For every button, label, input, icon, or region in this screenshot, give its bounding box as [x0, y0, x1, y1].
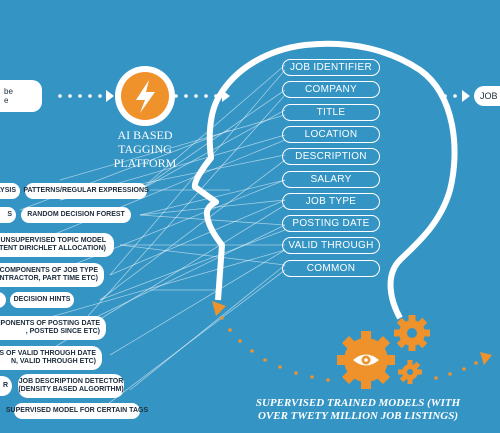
technique-line: UNSUPERVISED TOPIC MODEL	[0, 236, 106, 244]
technique-pill-job-type: CT COMPONENTS OF JOB TYPE NTRACTOR, PART…	[0, 263, 104, 287]
technique-pill: S	[0, 207, 16, 223]
technique-pill-valid-through: MPONENTS OF VALID THROUGH DATE N, VALID …	[0, 346, 102, 370]
gears-eye-icon	[337, 315, 430, 389]
input-box: be e	[0, 80, 42, 112]
technique-line: , POSTED SINCE ETC)	[25, 328, 100, 335]
technique-pill-lda: UNSUPERVISED TOPIC MODEL (LATENT DIRICHL…	[0, 233, 114, 257]
technique-pill: RANDOM DECISION FOREST	[21, 207, 131, 223]
feedback-arc-dots	[220, 316, 478, 382]
connector-lines	[19, 64, 286, 411]
platform-caption: AI BASED TAGGING PLATFORM	[95, 128, 195, 170]
dotted-arrow-output	[443, 90, 470, 102]
technique-pill: SUPERVISED MODEL FOR CERTAIN TAGS	[6, 403, 148, 419]
feedback-arrow-head-left	[212, 301, 226, 316]
technique-pill-density: JOB DESCRIPTION DETECTOR (DENSITY BASED …	[18, 374, 124, 398]
output-box-text: JOB	[480, 91, 498, 101]
technique-pill: PATTERNS/REGULAR EXPRESSIONS	[23, 183, 149, 199]
field-job-identifier: JOB IDENTIFIER	[282, 59, 380, 76]
field-common: COMMON	[282, 260, 380, 277]
input-box-text-1: be	[4, 87, 13, 96]
models-caption: SUPERVISED TRAINED MODELS (WITH OVER TWE…	[240, 397, 476, 423]
field-company: COMPANY	[282, 81, 380, 98]
technique-pill: R	[0, 376, 12, 396]
platform-caption-line-3: PLATFORM	[113, 156, 177, 170]
field-job-type: JOB TYPE	[282, 193, 380, 210]
head-outline	[191, 40, 458, 320]
technique-line: MPONENTS OF VALID THROUGH DATE	[0, 349, 96, 357]
feedback-arrow-head-right	[480, 352, 492, 365]
technique-line: (LATENT DIRICHLET ALLOCATION)	[0, 245, 106, 252]
technique-line: CT COMPONENTS OF JOB TYPE	[0, 266, 98, 274]
field-location: LOCATION	[282, 126, 380, 143]
field-description: DESCRIPTION	[282, 148, 380, 165]
technique-line: JOB DESCRIPTION DETECTOR	[18, 377, 124, 385]
dotted-arrow-input	[58, 90, 114, 102]
platform-caption-line-1: AI BASED	[117, 128, 173, 142]
lightning-bolt-icon	[115, 66, 175, 126]
technique-line: OMPONENTS OF POSTING DATE	[0, 319, 100, 327]
technique-pill: DECISION HINTS	[10, 292, 74, 308]
platform-caption-line-2: TAGGING	[118, 142, 172, 156]
field-title: TITLE	[282, 104, 380, 121]
field-posting-date: POSTING DATE	[282, 215, 380, 232]
field-salary: SALARY	[282, 171, 380, 188]
technique-line: (DENSITY BASED ALGORITHM)	[18, 386, 124, 393]
dotted-arrow-to-head	[174, 90, 230, 102]
input-box-text-2: e	[4, 96, 9, 105]
technique-pill	[0, 292, 6, 308]
technique-pill: LYSIS	[0, 183, 20, 199]
technique-line: N, VALID THROUGH ETC)	[10, 358, 96, 365]
technique-pill-posting-date: OMPONENTS OF POSTING DATE , POSTED SINCE…	[0, 316, 106, 340]
models-caption-line-2: OVER TWETY MILLION JOB LISTINGS)	[257, 410, 459, 422]
field-valid-through: VALID THROUGH	[282, 237, 380, 254]
technique-line: NTRACTOR, PART TIME ETC)	[0, 275, 98, 282]
output-box: JOB	[474, 86, 500, 106]
models-caption-line-1: SUPERVISED TRAINED MODELS (WITH	[255, 397, 461, 409]
